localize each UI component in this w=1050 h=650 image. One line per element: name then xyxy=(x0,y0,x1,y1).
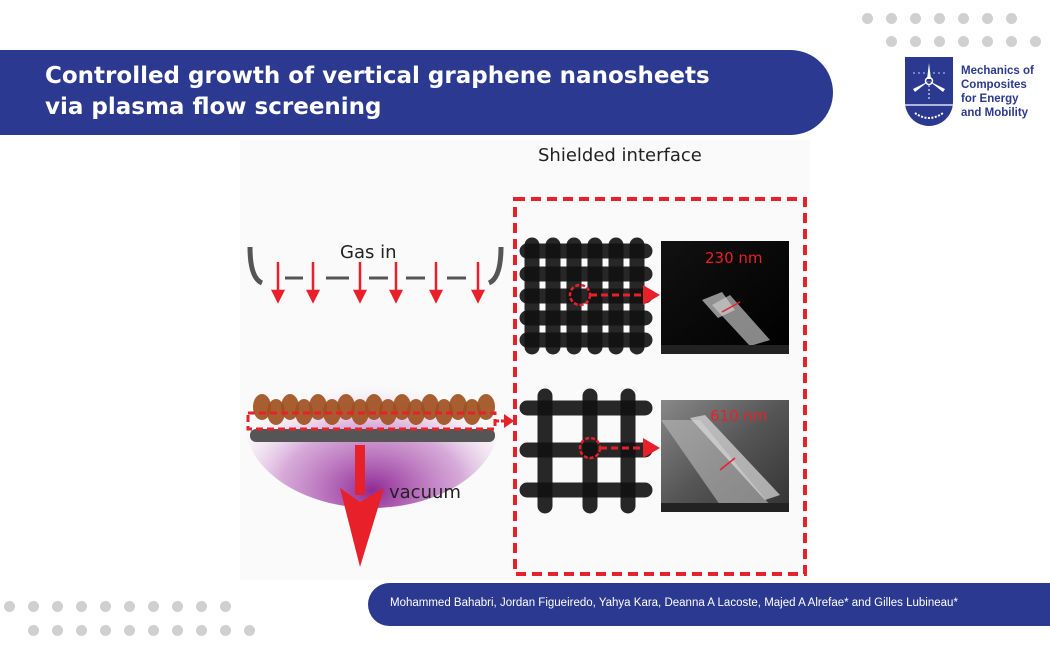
graphene-growth-figure: Shielded interface Gas in vacuum 230 nm … xyxy=(240,140,810,580)
plasma-glow xyxy=(244,332,500,508)
decor-dot xyxy=(28,601,39,612)
gas-arrowhead-icon xyxy=(270,289,286,304)
logo-line: Composites xyxy=(961,79,1027,91)
logo-line: for Energy xyxy=(961,93,1019,105)
shielded-interface-label: Shielded interface xyxy=(538,145,702,166)
zoom-arrow-top-icon xyxy=(643,285,660,305)
sem-image-bottom: 610 nm xyxy=(661,400,789,512)
gas-arrowhead-icon xyxy=(428,289,444,304)
coarse-mesh-icon xyxy=(519,388,653,514)
graphene-bead xyxy=(379,399,397,425)
decor-dot xyxy=(28,625,39,636)
showerhead-left-icon xyxy=(247,246,264,286)
decor-dot xyxy=(220,601,231,612)
decor-dot xyxy=(1006,13,1017,24)
vacuum-label: vacuum xyxy=(389,482,461,503)
decor-dot xyxy=(958,36,969,47)
decor-dot xyxy=(1006,36,1017,47)
shielded-interface-box xyxy=(513,197,807,576)
decor-dot xyxy=(4,601,15,612)
vacuum-arrow-shaft xyxy=(355,445,365,495)
decor-dot xyxy=(886,13,897,24)
gas-arrowhead-icon xyxy=(388,289,404,304)
decor-dot xyxy=(124,601,135,612)
vacuum-arrow-icon xyxy=(340,488,384,567)
sem-bottom-scale-label: 610 nm xyxy=(710,407,768,425)
decor-dot xyxy=(910,36,921,47)
showerhead-right-icon xyxy=(487,246,504,286)
page-title: Controlled growth of vertical graphene n… xyxy=(45,61,710,123)
decor-dot xyxy=(934,36,945,47)
interface-arrow-icon xyxy=(504,414,514,428)
graphene-bead xyxy=(435,399,453,425)
title-banner xyxy=(0,50,833,135)
authors-list: Mohammed Bahabri, Jordan Figueiredo, Yah… xyxy=(390,597,958,609)
institution-name: Mechanics of Composites for Energy and M… xyxy=(961,64,1034,120)
sem-top-scale-label: 230 nm xyxy=(705,249,763,267)
title-line-1: Controlled growth of vertical graphene n… xyxy=(45,63,710,89)
gas-flow-arrows-icon xyxy=(270,262,486,304)
decor-dot xyxy=(244,625,255,636)
decor-dot xyxy=(1030,36,1041,47)
institution-logo-icon xyxy=(905,57,953,126)
decor-dot xyxy=(100,601,111,612)
decor-dot xyxy=(934,13,945,24)
decor-dot xyxy=(172,601,183,612)
logo-line: Mechanics of xyxy=(961,65,1034,77)
decor-dot xyxy=(982,13,993,24)
gas-in-label: Gas in xyxy=(340,242,397,263)
decor-dot xyxy=(52,601,63,612)
decor-dot xyxy=(220,625,231,636)
sem-image-top: 230 nm xyxy=(661,241,789,354)
decor-dot xyxy=(982,36,993,47)
decor-dot xyxy=(148,601,159,612)
decor-dot xyxy=(100,625,111,636)
decor-dot xyxy=(76,625,87,636)
substrate-holder xyxy=(250,429,495,442)
decor-dot xyxy=(172,625,183,636)
decor-dot xyxy=(196,625,207,636)
authors-banner xyxy=(368,583,1050,626)
graphene-bead xyxy=(477,394,495,420)
decor-dot xyxy=(124,625,135,636)
gas-arrowhead-icon xyxy=(305,289,321,304)
decor-dot xyxy=(910,13,921,24)
gas-arrowhead-icon xyxy=(470,289,486,304)
title-line-2: via plasma flow screening xyxy=(45,94,382,120)
decor-dot xyxy=(148,625,159,636)
logo-line: and Mobility xyxy=(961,107,1029,119)
graphene-bead xyxy=(253,394,271,420)
decor-dot xyxy=(886,36,897,47)
zoom-arrow-bottom-icon xyxy=(643,438,660,458)
gas-arrowhead-icon xyxy=(352,289,368,304)
graphene-bead xyxy=(309,394,327,420)
decor-dot xyxy=(76,601,87,612)
decor-dot xyxy=(862,13,873,24)
decor-dot xyxy=(958,13,969,24)
decor-dot xyxy=(52,625,63,636)
decor-dot xyxy=(196,601,207,612)
